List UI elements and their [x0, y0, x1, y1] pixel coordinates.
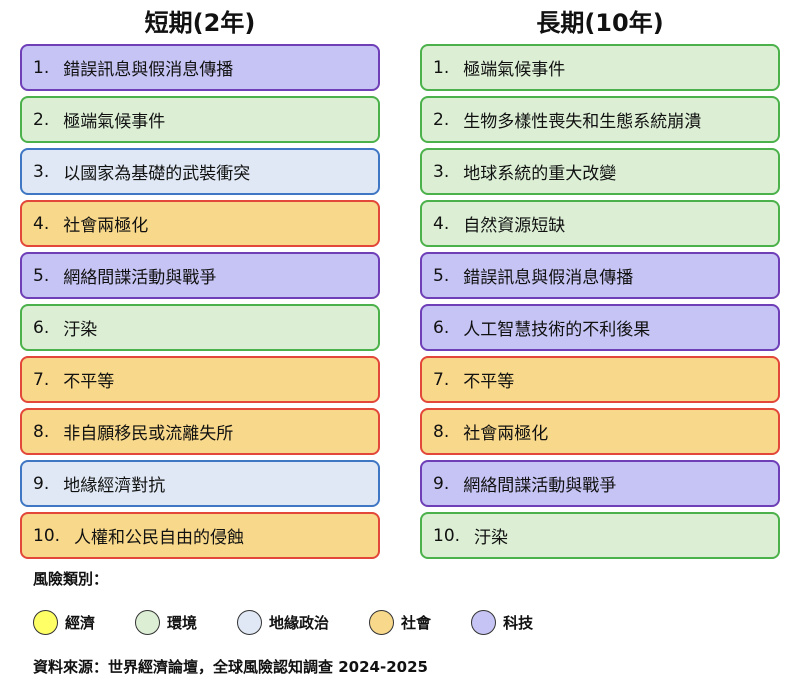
legend-label: 環境 [167, 613, 198, 632]
legend-label: 科技 [503, 613, 534, 632]
long-term-column: 長期(10年) 1. 極端氣候事件 2. 生物多樣性喪失和生態系統崩潰 3. 地球系統的重… [420, 0, 780, 564]
risk-item: 8. 非自願移民或流離失所 [20, 408, 380, 455]
risk-item: 8. 社會兩極化 [420, 408, 780, 455]
legend-swatch [135, 609, 161, 635]
risk-item: 3. 以國家為基礎的武裝衝突 [20, 148, 380, 195]
risk-item: 2. 生物多樣性喪失和生態系統崩潰 [420, 96, 780, 143]
risk-item: 3. 地球系統的重大改變 [420, 148, 780, 195]
legend-entry-society: 社會 [369, 609, 432, 635]
risk-rank: 2. [433, 109, 450, 130]
legend: 風險類別： 經濟 環境 地緣政治 社會 科技 [33, 568, 793, 636]
risk-label: 錯誤訊息與假消息傳播 [63, 60, 234, 80]
risk-label: 非自願移民或流離失所 [63, 424, 234, 444]
risk-label: 人權和公民自由的侵蝕 [74, 528, 245, 548]
short-term-title: 短期(2年) [144, 9, 256, 37]
risk-rank: 9. [33, 473, 50, 494]
risk-rank: 4. [33, 213, 50, 234]
risk-item: 5. 錯誤訊息與假消息傳播 [420, 252, 780, 299]
risk-item: 9. 網絡間諜活動與戰爭 [420, 460, 780, 507]
short-term-column: 短期(2年) 1. 錯誤訊息與假消息傳播 2. 極端氣候事件 3. 以國家為基礎的武裝衝突… [20, 0, 380, 564]
legend-swatch [33, 609, 58, 635]
risk-item: 7. 不平等 [20, 356, 380, 403]
risk-item: 7. 不平等 [420, 356, 780, 403]
risk-item: 4. 自然資源短缺 [420, 200, 780, 247]
legend-label: 經濟 [65, 613, 96, 632]
legend-entries: 經濟 環境 地緣政治 社會 科技 [33, 608, 793, 636]
risk-label: 社會兩極化 [463, 424, 549, 444]
risk-rank: 7. [33, 369, 50, 390]
risk-label: 網絡間諜活動與戰爭 [63, 268, 217, 288]
risk-rank: 10. [433, 525, 461, 546]
legend-entry-geopolitics: 地緣政治 [237, 609, 330, 635]
risk-rank: 8. [33, 421, 50, 442]
risk-label: 生物多樣性喪失和生態系統崩潰 [463, 112, 702, 132]
risk-item: 1. 極端氣候事件 [420, 44, 780, 91]
legend-swatch [369, 609, 395, 635]
risk-item: 9. 地緣經濟對抗 [20, 460, 380, 507]
risk-rank: 1. [433, 57, 450, 78]
risk-rank: 7. [433, 369, 450, 390]
risk-label: 不平等 [463, 372, 515, 392]
legend-swatch [237, 609, 263, 635]
short-term-risk-list: 1. 錯誤訊息與假消息傳播 2. 極端氣候事件 3. 以國家為基礎的武裝衝突 4. 社會兩極化… [20, 44, 380, 559]
long-term-risk-list: 1. 極端氣候事件 2. 生物多樣性喪失和生態系統崩潰 3. 地球系統的重大改變 4. 自然資… [420, 44, 780, 559]
risk-label: 極端氣候事件 [463, 60, 566, 80]
risk-rank: 6. [33, 317, 50, 338]
risk-rank: 6. [433, 317, 450, 338]
risk-rank: 9. [433, 473, 450, 494]
risk-label: 不平等 [63, 372, 115, 392]
risk-item: 4. 社會兩極化 [20, 200, 380, 247]
risk-rank: 2. [33, 109, 50, 130]
risk-label: 社會兩極化 [63, 216, 149, 236]
risk-rank: 8. [433, 421, 450, 442]
risk-label: 極端氣候事件 [63, 112, 166, 132]
risk-rank: 3. [33, 161, 50, 182]
legend-swatch [471, 609, 497, 635]
risk-label: 人工智慧技術的不利後果 [463, 320, 651, 340]
risk-item: 2. 極端氣候事件 [20, 96, 380, 143]
risk-item: 6. 人工智慧技術的不利後果 [420, 304, 780, 351]
risk-label: 地球系統的重大改變 [463, 164, 617, 184]
risk-label: 自然資源短缺 [463, 216, 566, 236]
legend-entry-technology: 科技 [471, 609, 534, 635]
risk-label: 汙染 [474, 528, 509, 548]
risk-rank: 3. [433, 161, 450, 182]
legend-label: 社會 [401, 613, 432, 632]
risk-label: 以國家為基礎的武裝衝突 [63, 164, 251, 184]
risk-rank: 1. [33, 57, 50, 78]
legend-title: 風險類別： [33, 570, 109, 588]
risk-item: 6. 汙染 [20, 304, 380, 351]
risk-rank: 4. [433, 213, 450, 234]
risk-rank: 5. [433, 265, 450, 286]
risk-item: 10. 人權和公民自由的侵蝕 [20, 512, 380, 559]
source-note: 資料來源：世界經濟論壇，全球風險認知調查 2024-2025 [33, 658, 428, 676]
risk-item: 10. 汙染 [420, 512, 780, 559]
risk-rank: 5. [33, 265, 50, 286]
risk-item: 5. 網絡間諜活動與戰爭 [20, 252, 380, 299]
risk-label: 網絡間諜活動與戰爭 [463, 476, 617, 496]
risk-item: 1. 錯誤訊息與假消息傳播 [20, 44, 380, 91]
legend-label: 地緣政治 [269, 613, 330, 632]
risk-label: 汙染 [63, 320, 98, 340]
legend-entry-economy: 經濟 [33, 609, 96, 635]
risk-label: 地緣經濟對抗 [63, 476, 166, 496]
long-term-title: 長期(10年) [536, 9, 664, 37]
risk-rank: 10. [33, 525, 61, 546]
risk-label: 錯誤訊息與假消息傳播 [463, 268, 634, 288]
legend-entry-environment: 環境 [135, 609, 198, 635]
